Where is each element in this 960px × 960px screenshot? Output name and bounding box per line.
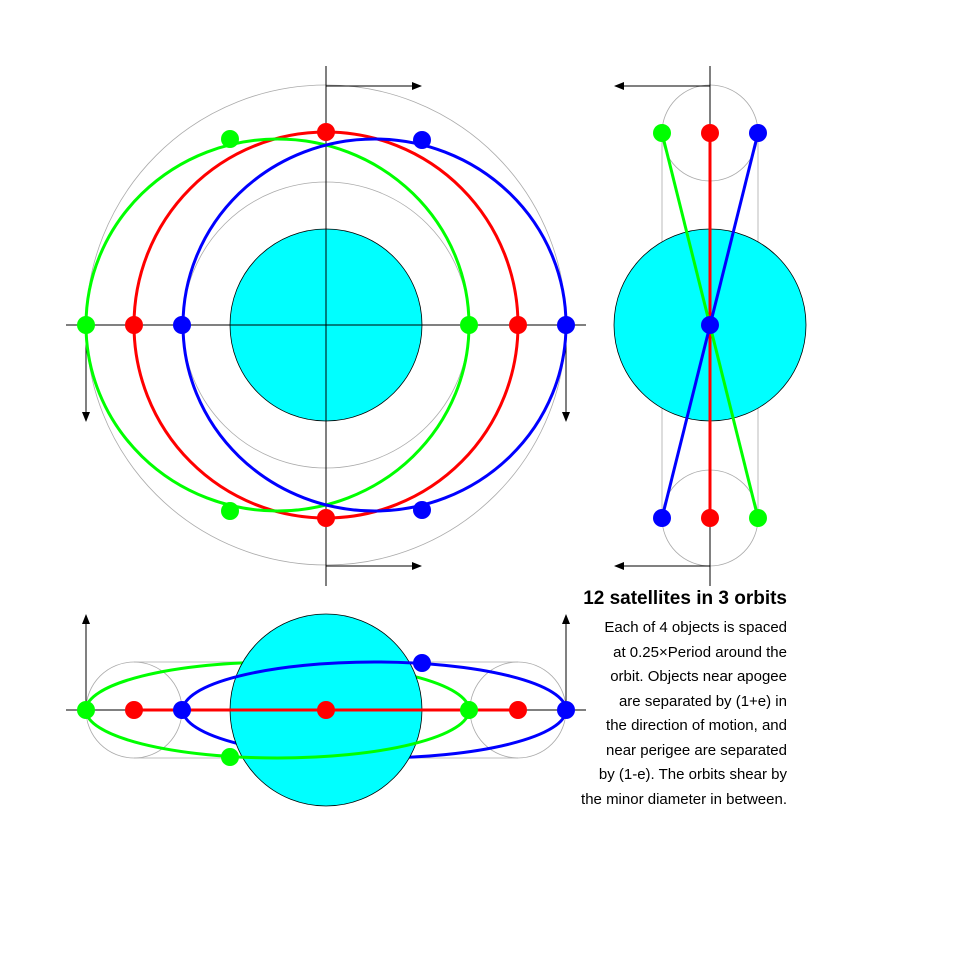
satellite: [701, 124, 719, 142]
satellite: [557, 701, 575, 719]
description-line: are separated by (1+e) in: [618, 692, 787, 710]
satellite: [317, 123, 335, 141]
description-line: near perigee are separated: [606, 741, 787, 759]
satellite: [413, 131, 431, 149]
satellite: [653, 124, 671, 142]
diagram-title: 12 satellites in 3 orbits: [583, 588, 787, 609]
description-line: orbit. Objects near apogee: [610, 668, 787, 685]
description-line: Each of 4 objects is spaced: [604, 619, 787, 636]
description-line: the minor diameter in between.: [581, 790, 787, 808]
satellite: [413, 501, 431, 519]
satellite: [460, 316, 478, 334]
red-satellites: [125, 123, 527, 527]
satellite: [749, 124, 767, 142]
satellite: [701, 316, 719, 334]
satellite: [653, 509, 671, 527]
bottom-view: [66, 613, 586, 807]
description-line: the direction of motion, and: [606, 717, 787, 734]
satellite: [509, 316, 527, 334]
top-view: [66, 66, 586, 586]
satellite: [557, 316, 575, 334]
satellite: [317, 509, 335, 527]
satellite: [509, 701, 527, 719]
satellite: [701, 509, 719, 527]
satellite: [460, 701, 478, 719]
satellite: [77, 316, 95, 334]
satellite: [221, 748, 239, 766]
green-orbit-front: [84, 709, 471, 760]
satellite: [77, 701, 95, 719]
description-line: at 0.25×Period around the: [613, 643, 787, 661]
satellite: [173, 316, 191, 334]
side-view: [613, 66, 807, 586]
green-satellites: [77, 130, 478, 520]
satellite: [125, 701, 143, 719]
satellite: [221, 130, 239, 148]
satellite: [749, 509, 767, 527]
satellite: [221, 502, 239, 520]
description-line: by (1-e). The orbits shear by: [598, 766, 787, 783]
satellite: [317, 701, 335, 719]
satellite: [173, 701, 191, 719]
diagram-description: Each of 4 objects is spaced at 0.25×Peri…: [527, 616, 787, 812]
satellite: [413, 654, 431, 672]
blue-satellites: [173, 131, 575, 519]
satellite: [125, 316, 143, 334]
blue-orbit-front: [181, 660, 568, 711]
